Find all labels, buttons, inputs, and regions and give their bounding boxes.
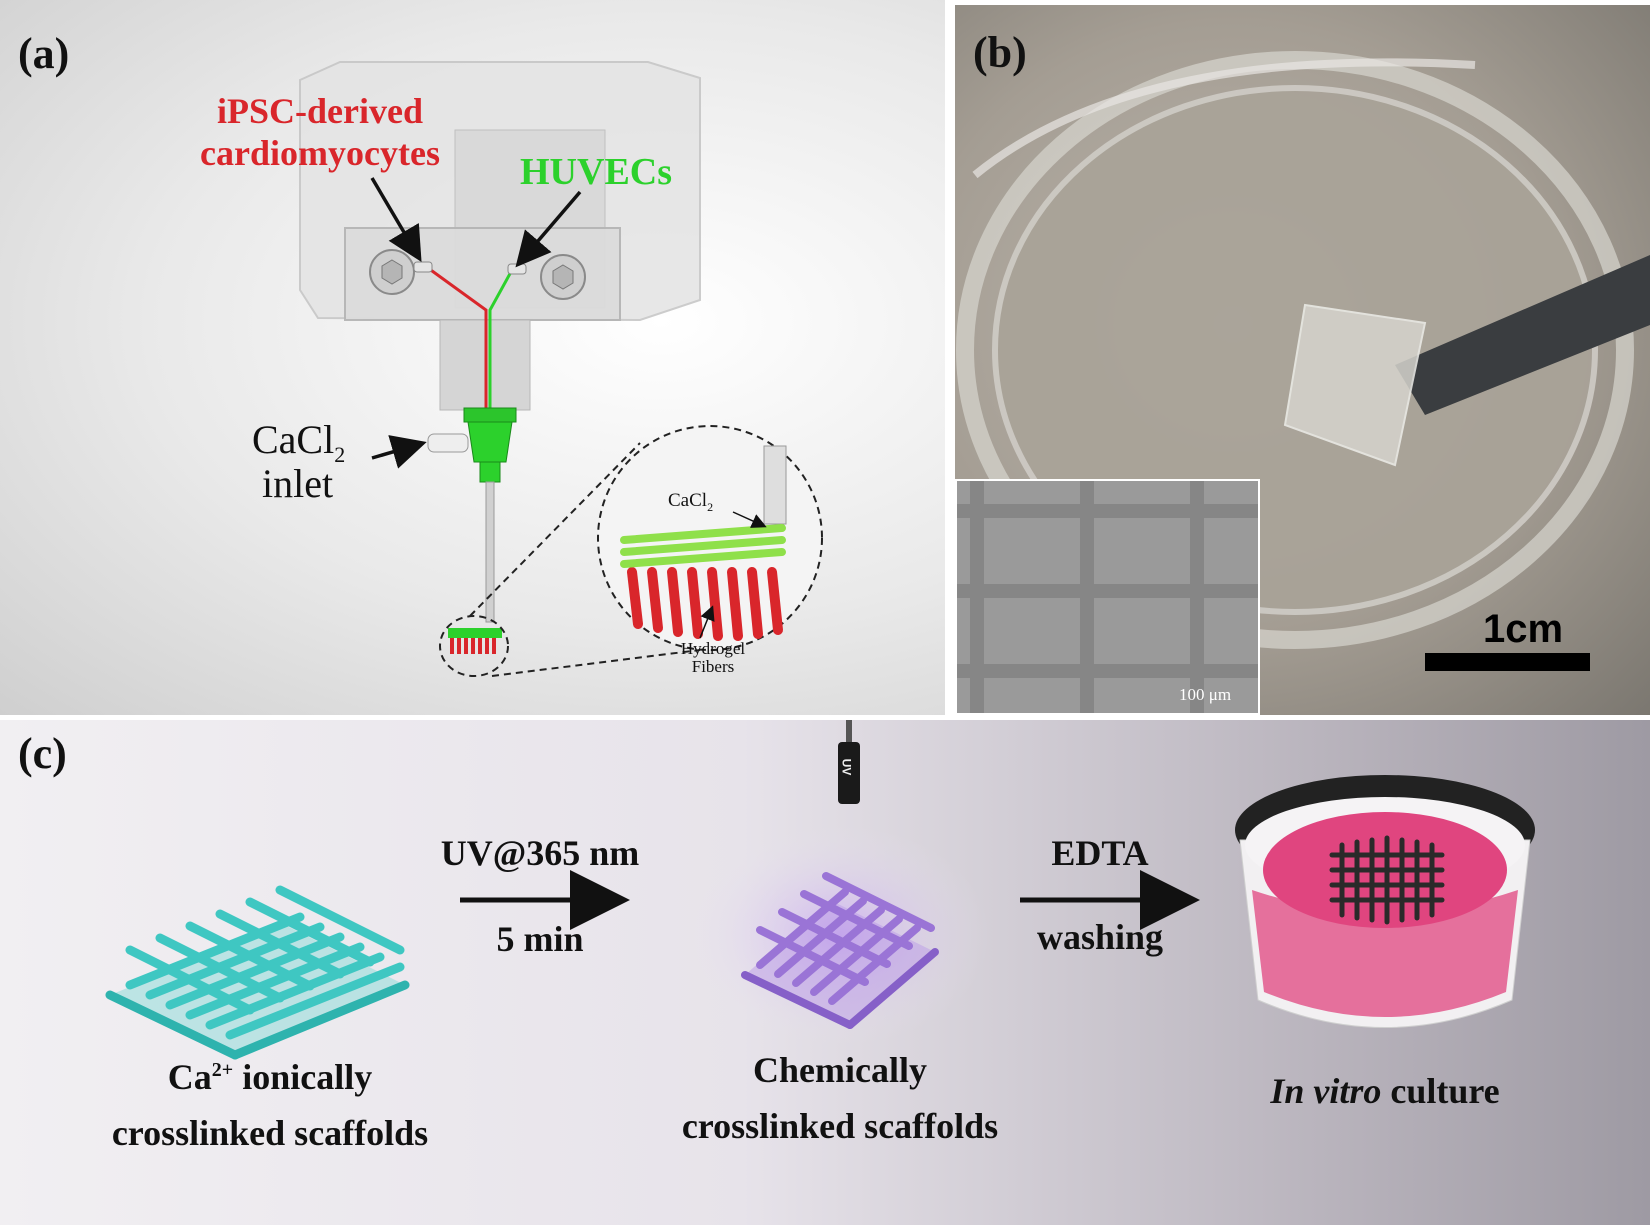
washing-label: washing: [1036, 917, 1164, 957]
step1-rest: ionically: [233, 1057, 373, 1097]
uv-time-label: 5 min: [496, 919, 584, 959]
panel-a-label: (a): [18, 29, 70, 78]
small-printed-scaffold: [448, 628, 502, 654]
uv-lamp-text: UV: [839, 758, 854, 776]
step2-line2: crosslinked scaffolds: [681, 1106, 999, 1146]
panel-b-label: (b): [973, 28, 1027, 77]
panel-c-crosslinking-workflow: (c) UV UV@365 nm 5 min EDTA washing Ca2+…: [0, 720, 1650, 1225]
petri-dish-rim: [956, 51, 1634, 649]
hydrogel-scaffold: [1283, 303, 1427, 467]
cacl2-subscript: 2: [334, 442, 346, 467]
hydrogel-fibers-label: Hydrogel Fibers: [668, 640, 758, 676]
panel-c-label: (c): [18, 729, 67, 778]
scale-bar-label: 1cm: [1483, 607, 1564, 651]
uv-lamp: [838, 742, 860, 804]
inlet-label: inlet: [262, 461, 334, 506]
inset-scale-label: 100 μm: [1179, 685, 1232, 704]
step2-line1: Chemically: [753, 1050, 927, 1090]
printhead-illustration: [299, 61, 823, 677]
workflow-illustration: [105, 720, 1535, 1060]
scaffold-in-dish: [1329, 835, 1445, 925]
ipsc-line1: iPSC-derived: [217, 91, 423, 131]
zoom-cacl2-subscript: 2: [707, 499, 714, 514]
scale-bar: [1425, 653, 1590, 671]
edta-label: EDTA: [1051, 833, 1149, 873]
step3-rest: culture: [1381, 1071, 1500, 1111]
step1-superscript: 2+: [211, 1059, 234, 1081]
panel-b-photo: (b) 100 μm 1cm: [955, 5, 1650, 715]
ipsc-line2: cardiomyocytes: [200, 133, 440, 173]
step3-italic: In vitro: [1270, 1071, 1382, 1111]
chemical-scaffold: [741, 872, 939, 1029]
zoom-cacl2-label: CaCl2: [668, 490, 713, 515]
step1-ion: Ca: [167, 1057, 212, 1097]
zoom-cacl2-text: CaCl: [668, 490, 708, 511]
step2-caption: Chemically crosslinked scaffolds: [630, 1042, 1050, 1154]
step1-line1: Ca2+ ionically: [60, 1042, 480, 1105]
cacl2-text: CaCl: [252, 417, 335, 462]
ipsc-label: iPSC-derived cardiomyocytes: [170, 90, 470, 174]
inset-grid-image: [957, 481, 1258, 713]
coaxial-nozzle: [467, 421, 513, 463]
step1-line2: crosslinked scaffolds: [111, 1113, 429, 1153]
hydrogel-line1: Hydrogel: [680, 639, 746, 658]
cacl2-label: CaCl2: [252, 416, 345, 468]
forceps: [1395, 255, 1650, 415]
huvecs-label: HUVECs: [520, 151, 673, 193]
step1-caption: Ca2+ ionically crosslinked scaffolds: [60, 1042, 480, 1161]
hydrogel-line2: Fibers: [691, 657, 735, 676]
panel-a-printhead-schematic: (a) iPSC-derived cardiomyocytes HUVECs C…: [0, 0, 945, 715]
uv-condition-label: UV@365 nm: [440, 833, 640, 873]
microscopy-inset: 100 μm: [955, 479, 1260, 715]
green-hydrogel-fibers: [620, 524, 786, 568]
red-hydrogel-fibers: [627, 567, 783, 641]
ionic-scaffold: [105, 885, 410, 1060]
culture-dish: [1235, 775, 1535, 1028]
step3-caption: In vitro culture: [1185, 1070, 1585, 1112]
